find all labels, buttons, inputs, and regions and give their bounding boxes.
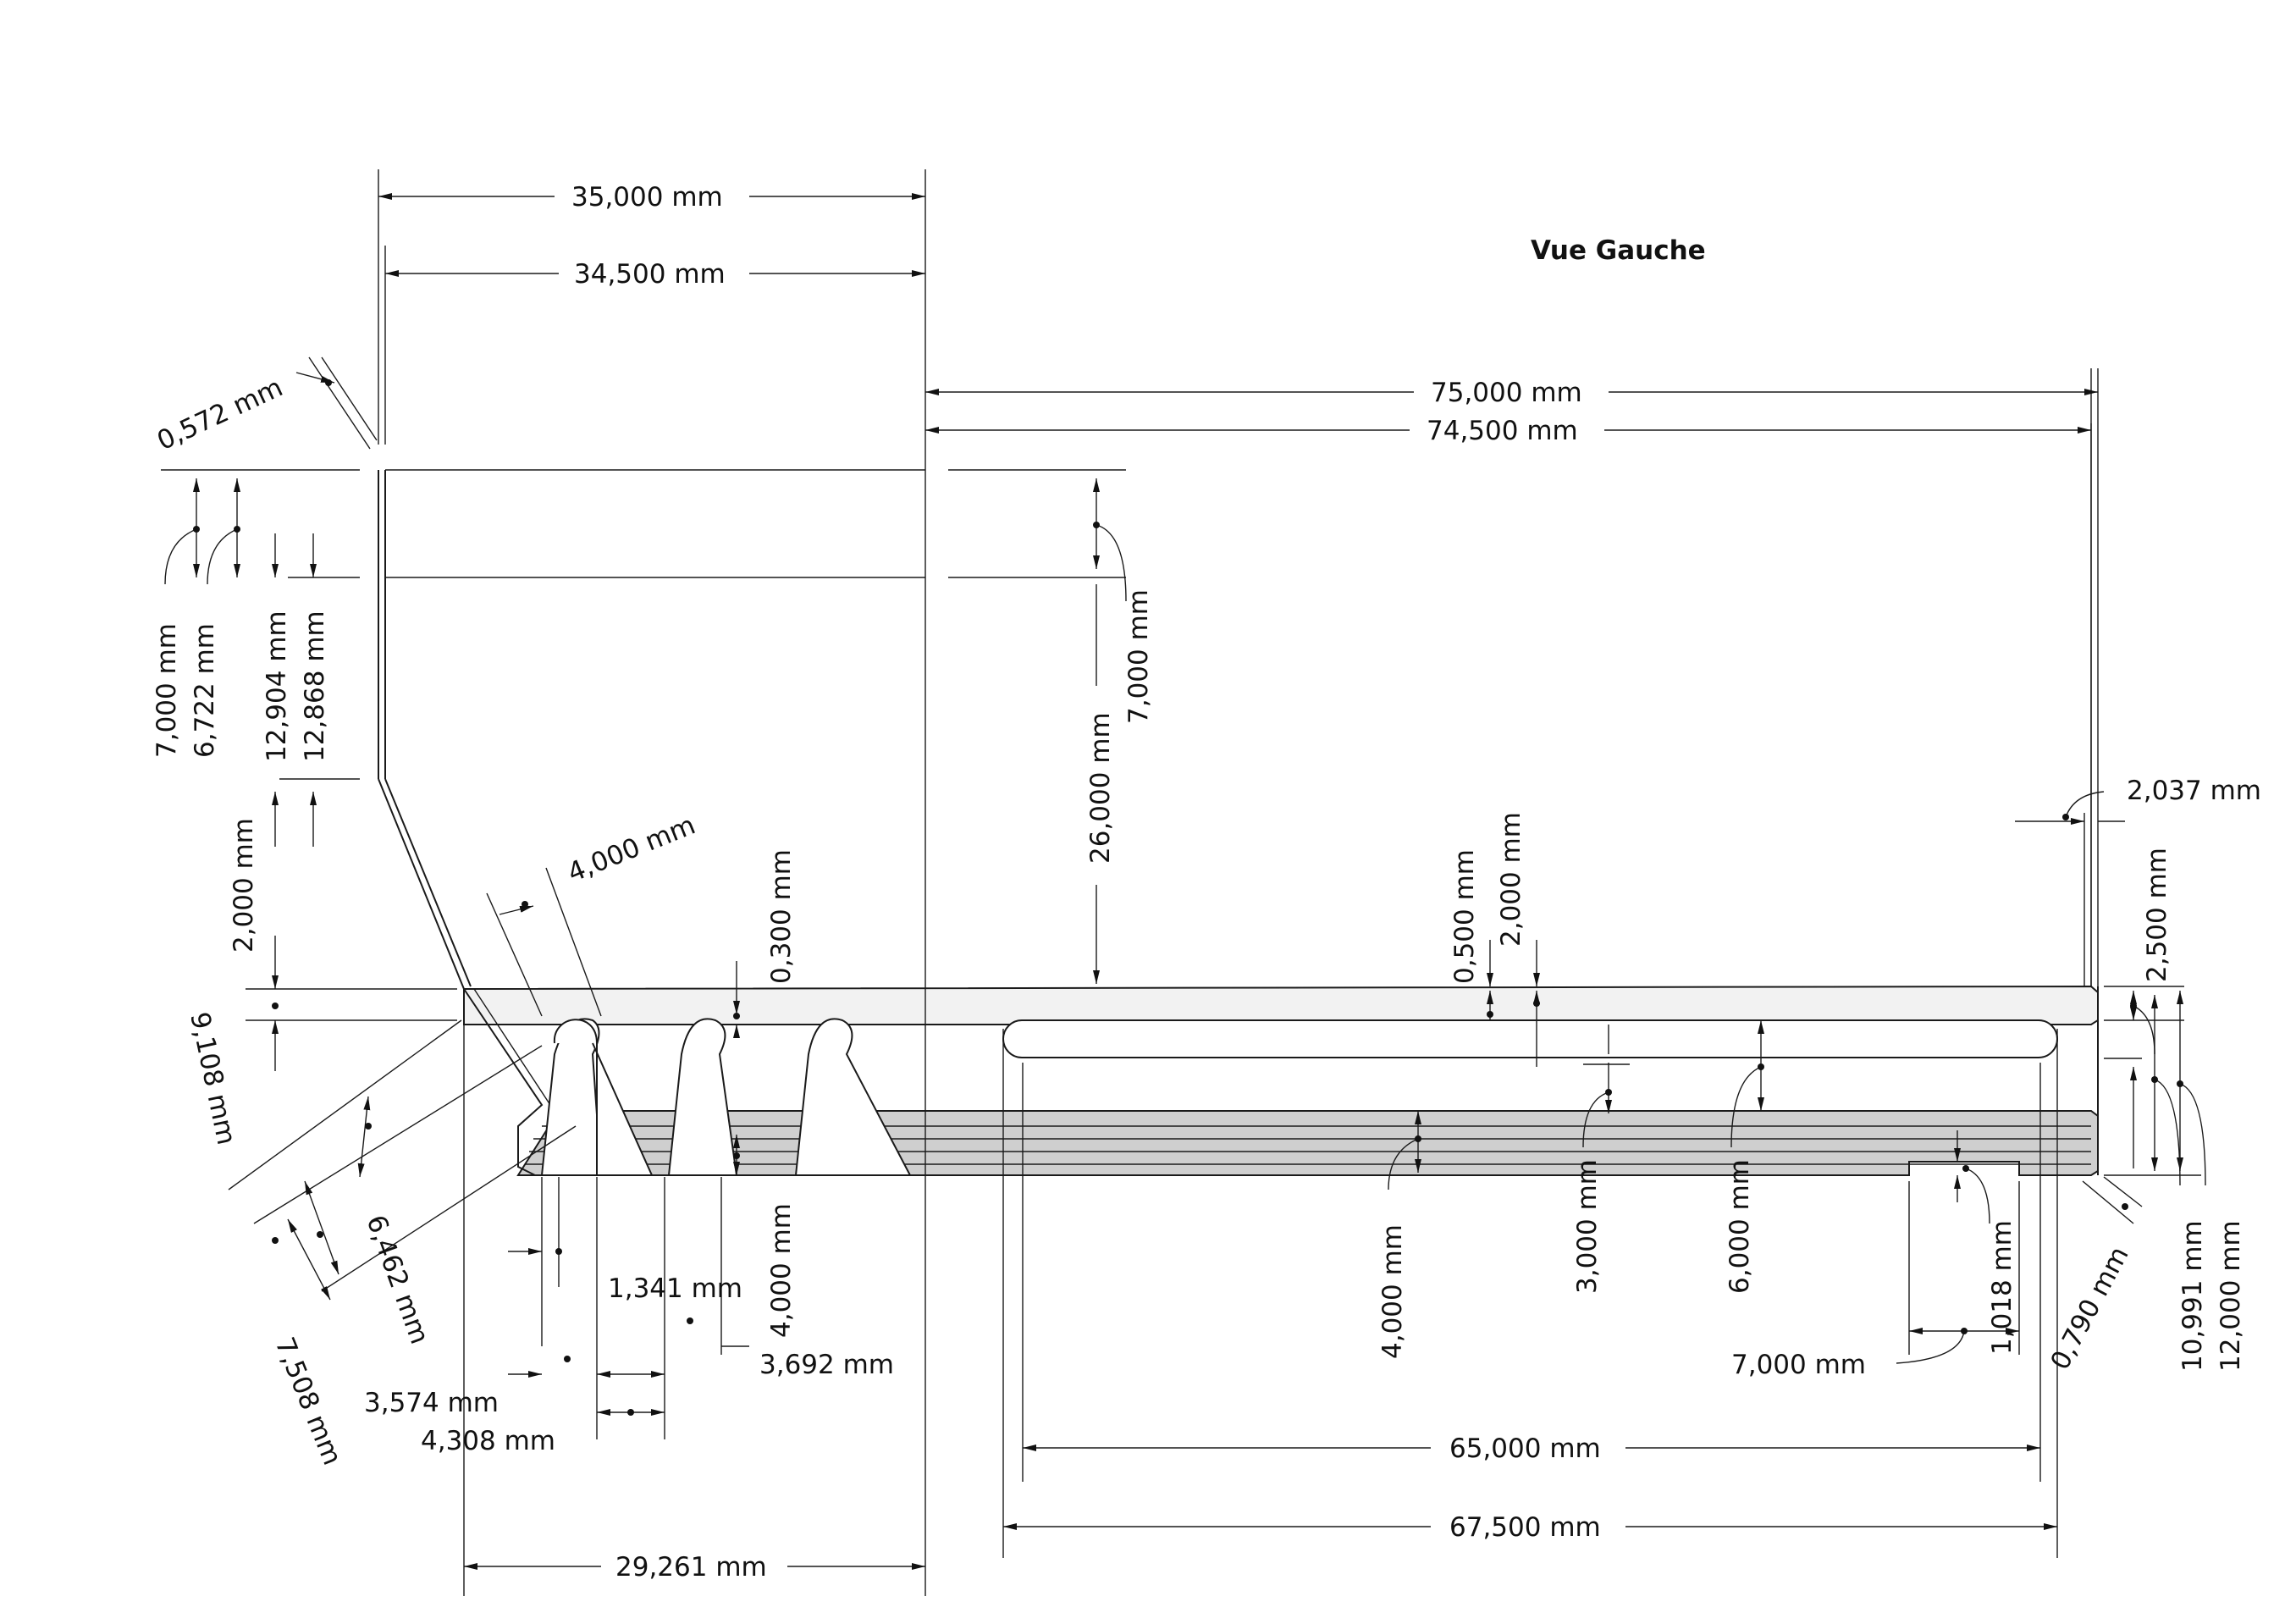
long-slot	[1002, 1019, 2058, 1058]
lower-body	[516, 1110, 2099, 1176]
dim-4308: 4,308 mm	[421, 1426, 555, 1456]
dim-12868: 12,868 mm	[300, 610, 330, 762]
dim-35000: 35,000 mm	[571, 182, 723, 213]
dim-67500: 67,500 mm	[1449, 1512, 1601, 1543]
dim-34500: 34,500 mm	[574, 259, 726, 290]
dim-0300: 0,300 mm	[766, 849, 797, 984]
dim-3692: 3,692 mm	[759, 1350, 894, 1380]
dim-12904: 12,904 mm	[262, 610, 292, 762]
dim-7000-left: 7,000 mm	[152, 623, 182, 758]
dim-7000-right: 7,000 mm	[1123, 589, 1154, 724]
dim-body-3000: 3,000 mm	[1572, 1159, 1603, 1294]
dim-9108: 9,108 mm	[184, 1009, 241, 1147]
dim-12000: 12,000 mm	[2216, 1220, 2246, 1372]
leader-dots	[193, 379, 2183, 1416]
dim-2500: 2,500 mm	[2142, 848, 2172, 982]
dim-6462: 6,462 mm	[360, 1211, 434, 1348]
dimension-lines	[161, 169, 2206, 1596]
dim-body-4000: 4,000 mm	[1377, 1224, 1408, 1359]
dim-10991: 10,991 mm	[2177, 1220, 2208, 1372]
dim-74500: 74,500 mm	[1427, 416, 1578, 446]
dim-7508: 7,508 mm	[269, 1334, 348, 1470]
dim-6722: 6,722 mm	[190, 623, 220, 758]
dim-0790: 0,790 mm	[2045, 1241, 2134, 1374]
dim-26000: 26,000 mm	[1085, 712, 1116, 864]
dim-2000-left: 2,000 mm	[229, 818, 259, 953]
dim-slant-4000: 4,000 mm	[564, 809, 700, 888]
dim-2037: 2,037 mm	[2127, 776, 2261, 806]
dim-0572: 0,572 mm	[152, 372, 287, 456]
dim-3574: 3,574 mm	[364, 1388, 499, 1418]
dim-tooth-4000: 4,000 mm	[766, 1203, 797, 1338]
dim-notch-7000: 7,000 mm	[1731, 1350, 1866, 1380]
dim-65000: 65,000 mm	[1449, 1433, 1601, 1464]
dim-0500: 0,500 mm	[1449, 849, 1480, 984]
dim-2000-slot: 2,000 mm	[1496, 812, 1526, 947]
dim-1341: 1,341 mm	[608, 1273, 742, 1304]
dim-75000: 75,000 mm	[1431, 378, 1582, 408]
dim-1018: 1,018 mm	[1987, 1220, 2017, 1355]
dim-29261: 29,261 mm	[615, 1552, 767, 1583]
dim-body-6000: 6,000 mm	[1725, 1159, 1755, 1294]
view-title: Vue Gauche	[1531, 235, 1706, 266]
part-geometry	[378, 368, 2099, 1176]
